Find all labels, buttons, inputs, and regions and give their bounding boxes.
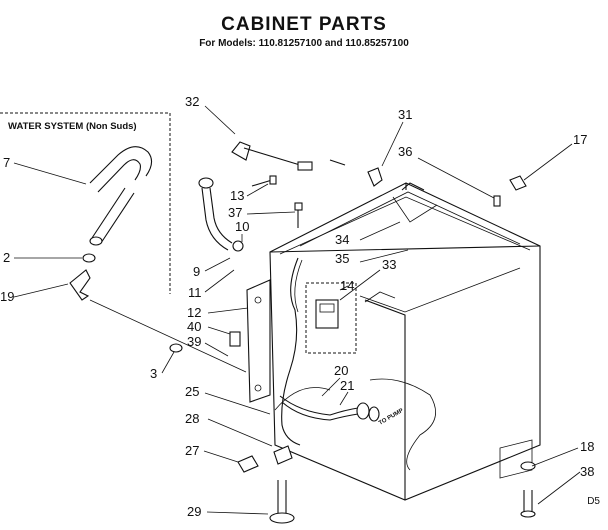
- pump-hose: [279, 395, 380, 422]
- clip-27-28: [237, 445, 293, 473]
- callout-11: 11: [188, 285, 202, 300]
- callout-18: 18: [580, 439, 594, 454]
- screw-13: [251, 175, 277, 187]
- cabinet: [269, 182, 541, 501]
- callout-31: 31: [398, 107, 412, 122]
- callout-2: 2: [3, 250, 10, 265]
- callout-34: 34: [335, 232, 349, 247]
- callout-25: 25: [185, 384, 199, 399]
- screw-37: [294, 202, 303, 228]
- callout-35: 35: [335, 251, 349, 266]
- hinge-31: [329, 159, 383, 187]
- callout-3: 3: [150, 366, 157, 381]
- callout-36: 36: [398, 144, 412, 159]
- hose-7: [89, 146, 153, 246]
- diagram-subtitle: For Models: 110.81257100 and 110.8525710…: [199, 38, 409, 49]
- diagram-code: D5: [587, 496, 600, 507]
- leg-18-38: [520, 461, 536, 518]
- callout-14: 14: [340, 278, 354, 293]
- callout-29: 29: [187, 504, 201, 519]
- clip-17: [509, 175, 527, 191]
- fitting-9-10: [198, 177, 244, 252]
- switch-box-14: [305, 282, 357, 354]
- callout-38: 38: [580, 464, 594, 479]
- callout-20: 20: [334, 363, 348, 378]
- diagram-title: CABINET PARTS: [221, 14, 387, 35]
- water-system-box: [0, 112, 171, 294]
- callout-12: 12: [187, 305, 201, 320]
- screw-36: [493, 195, 501, 207]
- callout-21: 21: [340, 378, 354, 393]
- callout-13: 13: [230, 188, 244, 203]
- callout-9: 9: [193, 264, 200, 279]
- callout-17: 17: [573, 132, 587, 147]
- wire-harness: [281, 257, 303, 446]
- leg-29: [269, 480, 295, 524]
- sensor-32: [231, 141, 313, 171]
- callout-28: 28: [185, 411, 199, 426]
- callout-40: 40: [187, 319, 201, 334]
- callout-10: 10: [235, 219, 249, 234]
- water-system-label: WATER SYSTEM (Non Suds): [8, 121, 137, 132]
- clamp-2: [82, 253, 96, 263]
- callout-33: 33: [382, 257, 396, 272]
- bracket-12: [246, 279, 271, 403]
- elbow-19: [69, 269, 91, 301]
- fastener-40-39: [169, 331, 241, 353]
- leader-lines: [13, 105, 581, 515]
- callout-37: 37: [228, 205, 242, 220]
- callout-7: 7: [3, 155, 10, 170]
- callout-32: 32: [185, 94, 199, 109]
- callout-19: 19: [0, 289, 14, 304]
- callout-27: 27: [185, 443, 199, 458]
- callout-39: 39: [187, 334, 201, 349]
